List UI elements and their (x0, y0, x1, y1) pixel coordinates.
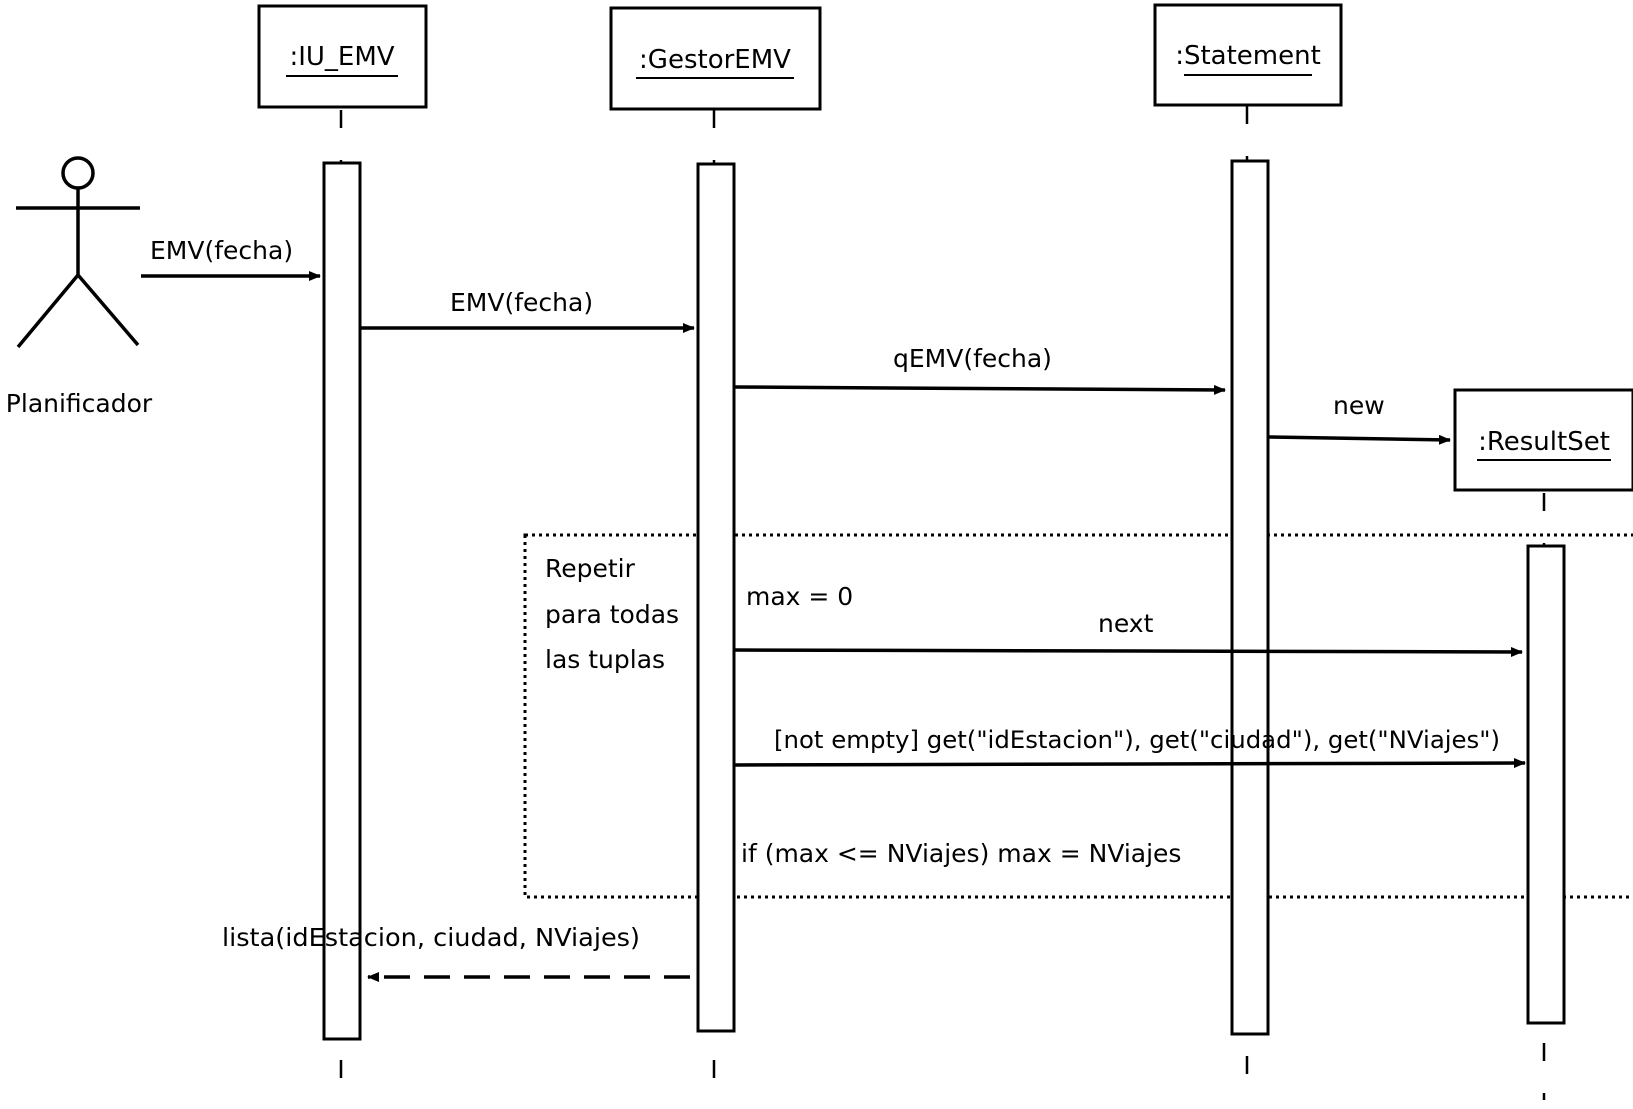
activation-gestor (696, 162, 736, 1033)
message-arrow-3 (733, 384, 1226, 395)
loop-label-line-3: las tuplas (545, 645, 665, 674)
message-label-6: [not empty] get("idEstacion"), get("ciud… (774, 726, 1500, 754)
lifelines (339, 106, 1546, 1109)
actor-figure (16, 156, 140, 349)
activations (322, 159, 1566, 1041)
object-iu: :IU_EMV (257, 4, 428, 109)
object-resultset-label: :ResultSet (1478, 427, 1610, 457)
message-arrow-5 (733, 646, 1523, 657)
object-iu-label: :IU_EMV (289, 42, 394, 72)
messages (141, 271, 1526, 982)
message-label-5: next (1098, 609, 1154, 638)
note-condition: if (max <= NViajes) max = NViajes (741, 839, 1181, 868)
activation-statement (1230, 159, 1270, 1036)
message-label-2: EMV(fecha) (450, 288, 593, 317)
message-arrow-4 (1267, 434, 1451, 445)
object-statement: :Statement (1153, 3, 1343, 107)
actor-name: Planificador (6, 389, 153, 418)
object-gestor: :GestorEMV (609, 6, 822, 111)
message-label-7: lista(idEstacion, ciudad, NViajes) (222, 923, 640, 952)
message-arrow-6 (733, 758, 1526, 769)
message-label-4: new (1333, 391, 1385, 420)
message-label-3: qEMV(fecha) (893, 344, 1052, 373)
loop-frame (523, 533, 1633, 899)
activation-resultset (1526, 544, 1566, 1025)
object-resultset: :ResultSet (1453, 388, 1633, 492)
actor-head (61, 156, 95, 190)
loop-label-line-1: Repetir (545, 554, 636, 583)
message-label-1: EMV(fecha) (150, 236, 293, 265)
note-init: max = 0 (746, 582, 853, 611)
loop-label-line-2: para todas (545, 600, 679, 629)
activation-iu (322, 161, 362, 1041)
object-statement-label: :Statement (1175, 41, 1321, 71)
object-gestor-label: :GestorEMV (639, 45, 791, 75)
